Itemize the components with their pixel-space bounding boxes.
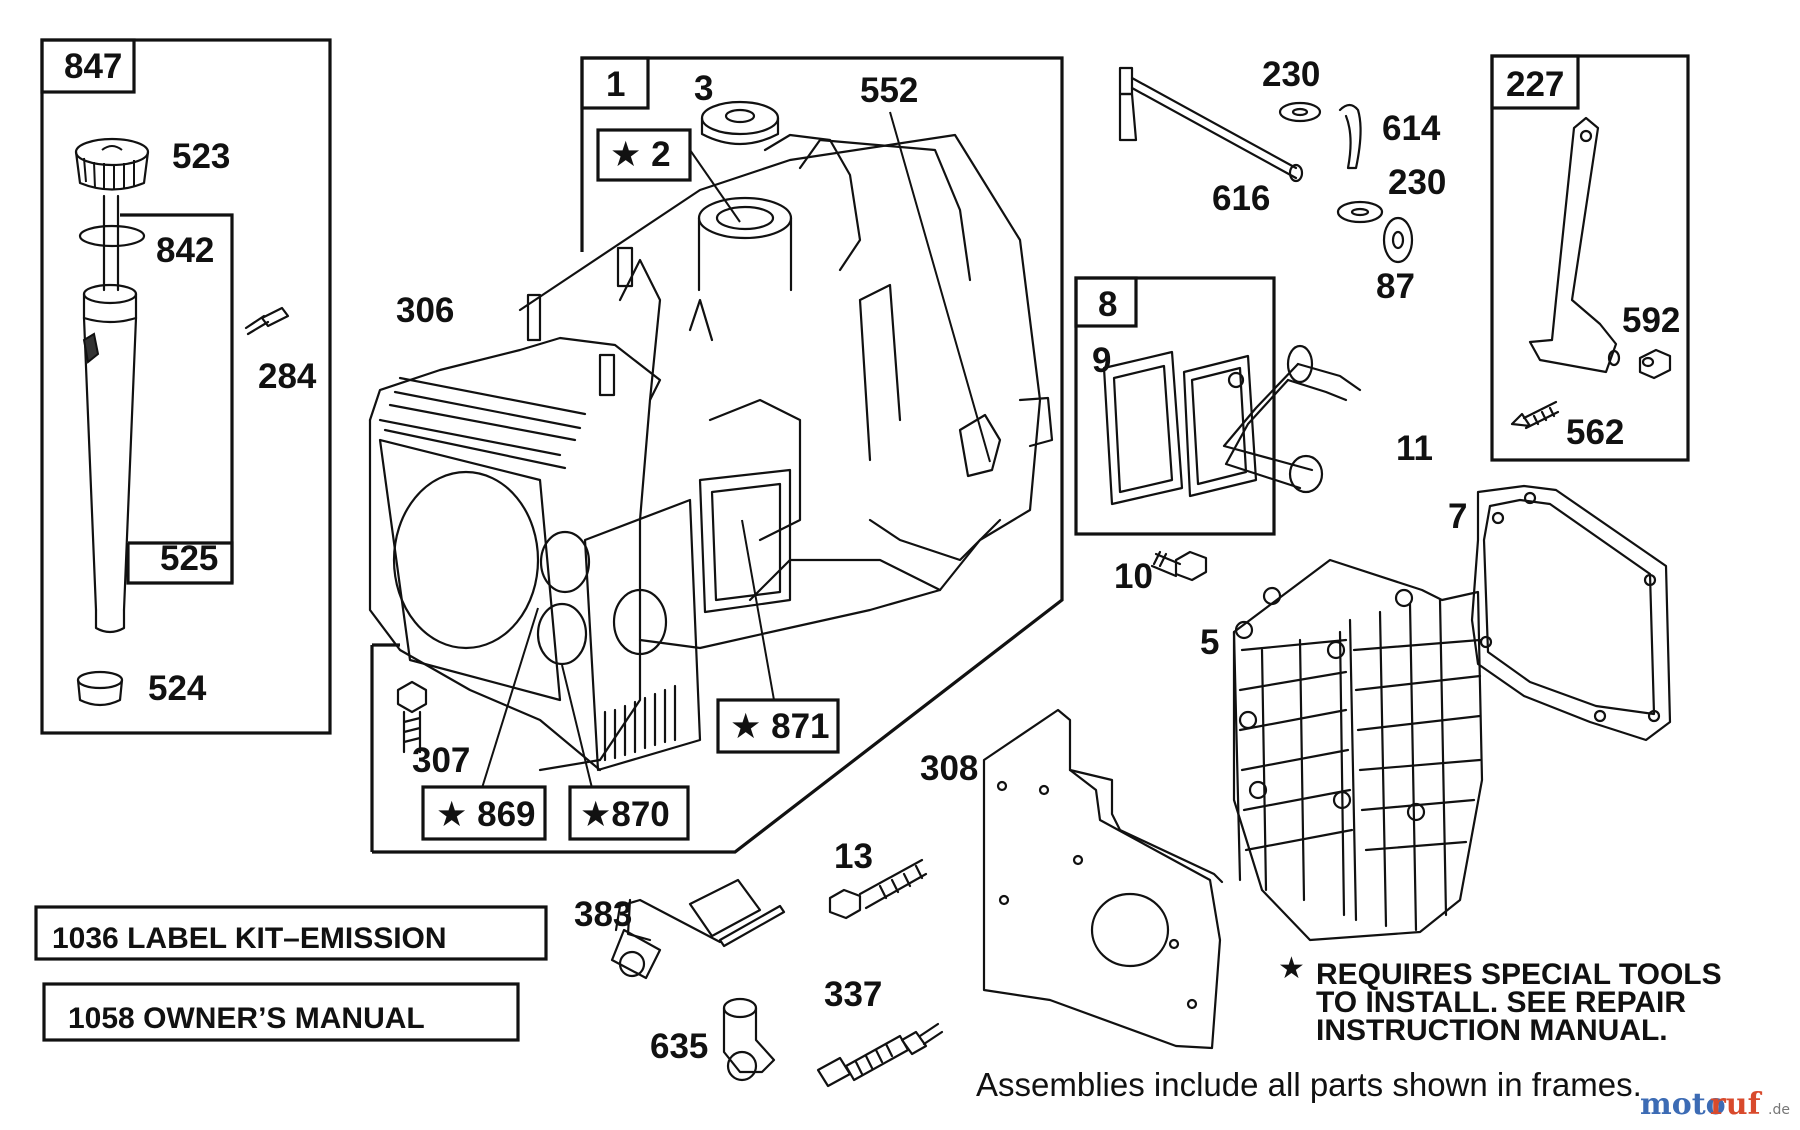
label-635[interactable]: 635 xyxy=(650,1027,708,1066)
watermark-part1: moto xyxy=(1640,1087,1726,1122)
label-847[interactable]: 847 xyxy=(64,47,122,86)
label-308[interactable]: 308 xyxy=(920,749,978,788)
kit-owners-manual-text[interactable]: 1058 OWNER’S MANUAL xyxy=(68,1002,425,1035)
frame-847: 847 525 523 842 524 xyxy=(40,38,332,735)
label-842[interactable]: 842 xyxy=(156,231,214,270)
oil-fill-cap xyxy=(74,137,150,191)
label-11[interactable]: 11 xyxy=(1396,429,1433,468)
label-383[interactable]: 383 xyxy=(574,895,632,934)
label-592[interactable]: 592 xyxy=(1622,301,1680,340)
part-635 xyxy=(722,997,776,1082)
oil-plug xyxy=(76,670,124,707)
kit-label-emission: 1036 LABEL KIT–EMISSION xyxy=(34,905,548,961)
label-614[interactable]: 614 xyxy=(1382,109,1441,148)
label-616[interactable]: 616 xyxy=(1212,179,1270,218)
label-7[interactable]: 7 xyxy=(1448,497,1467,536)
label-230-bottom[interactable]: 230 xyxy=(1388,163,1446,202)
breather-tube-11 xyxy=(1222,344,1362,494)
label-star-870[interactable]: ★870 xyxy=(580,795,670,834)
bolt-10 xyxy=(1150,550,1208,582)
cylinder-head-5 xyxy=(1232,558,1484,942)
label-star-871[interactable]: ★ 871 xyxy=(730,707,830,746)
head-gasket-7 xyxy=(1470,484,1672,742)
label-524[interactable]: 524 xyxy=(148,669,207,708)
label-87[interactable]: 87 xyxy=(1376,267,1415,306)
bolt-307 xyxy=(396,680,428,754)
label-230-top[interactable]: 230 xyxy=(1262,55,1320,94)
label-5[interactable]: 5 xyxy=(1200,623,1219,662)
cylinder-block xyxy=(368,133,1054,772)
label-8[interactable]: 8 xyxy=(1098,285,1117,324)
star-note-icon: ★ xyxy=(1278,952,1305,985)
special-tools-line-2: TO INSTALL. SEE REPAIR xyxy=(1316,986,1686,1019)
frame-1-cylinder-block: 1 3 552 ★ 2 xyxy=(368,56,1064,854)
label-306[interactable]: 306 xyxy=(396,291,454,330)
label-9[interactable]: 9 xyxy=(1092,341,1111,380)
label-10[interactable]: 10 xyxy=(1114,557,1153,596)
governor-shaft-group xyxy=(1118,66,1414,264)
label-227[interactable]: 227 xyxy=(1506,65,1564,104)
label-552[interactable]: 552 xyxy=(860,71,918,110)
frame-8: 8 xyxy=(1074,276,1276,536)
label-562[interactable]: 562 xyxy=(1566,413,1624,452)
watermark-part2: ruf xyxy=(1710,1087,1763,1122)
kit-owners-manual: 1058 OWNER’S MANUAL xyxy=(42,982,520,1042)
label-star-2[interactable]: ★ 2 xyxy=(610,135,671,174)
screw-284 xyxy=(244,306,290,336)
oil-fill-tube xyxy=(82,283,138,634)
watermark-suffix: .de xyxy=(1768,1102,1790,1118)
special-tools-line-1: REQUIRES SPECIAL TOOLS xyxy=(1316,958,1722,991)
label-1[interactable]: 1 xyxy=(606,65,625,104)
label-284[interactable]: 284 xyxy=(258,357,317,396)
assemblies-note: Assemblies include all parts shown in fr… xyxy=(976,1066,1642,1103)
label-3[interactable]: 3 xyxy=(694,69,713,108)
shield-308 xyxy=(982,708,1224,1050)
label-star-869[interactable]: ★ 869 xyxy=(436,795,536,834)
spark-plug-337 xyxy=(816,1022,944,1088)
label-523[interactable]: 523 xyxy=(172,137,230,176)
label-307[interactable]: 307 xyxy=(412,741,470,780)
kit-label-emission-text[interactable]: 1036 LABEL KIT–EMISSION xyxy=(52,922,447,955)
seal-3 xyxy=(700,100,780,146)
special-tools-line-3: INSTRUCTION MANUAL. xyxy=(1316,1014,1668,1047)
watermark-logo: moto ruf .de xyxy=(1640,1087,1790,1122)
frame-227: 227 xyxy=(1490,54,1690,462)
label-13[interactable]: 13 xyxy=(834,837,873,876)
part-383 xyxy=(610,878,786,980)
stud-13 xyxy=(828,858,928,920)
label-337[interactable]: 337 xyxy=(824,975,882,1014)
label-525[interactable]: 525 xyxy=(160,539,218,578)
